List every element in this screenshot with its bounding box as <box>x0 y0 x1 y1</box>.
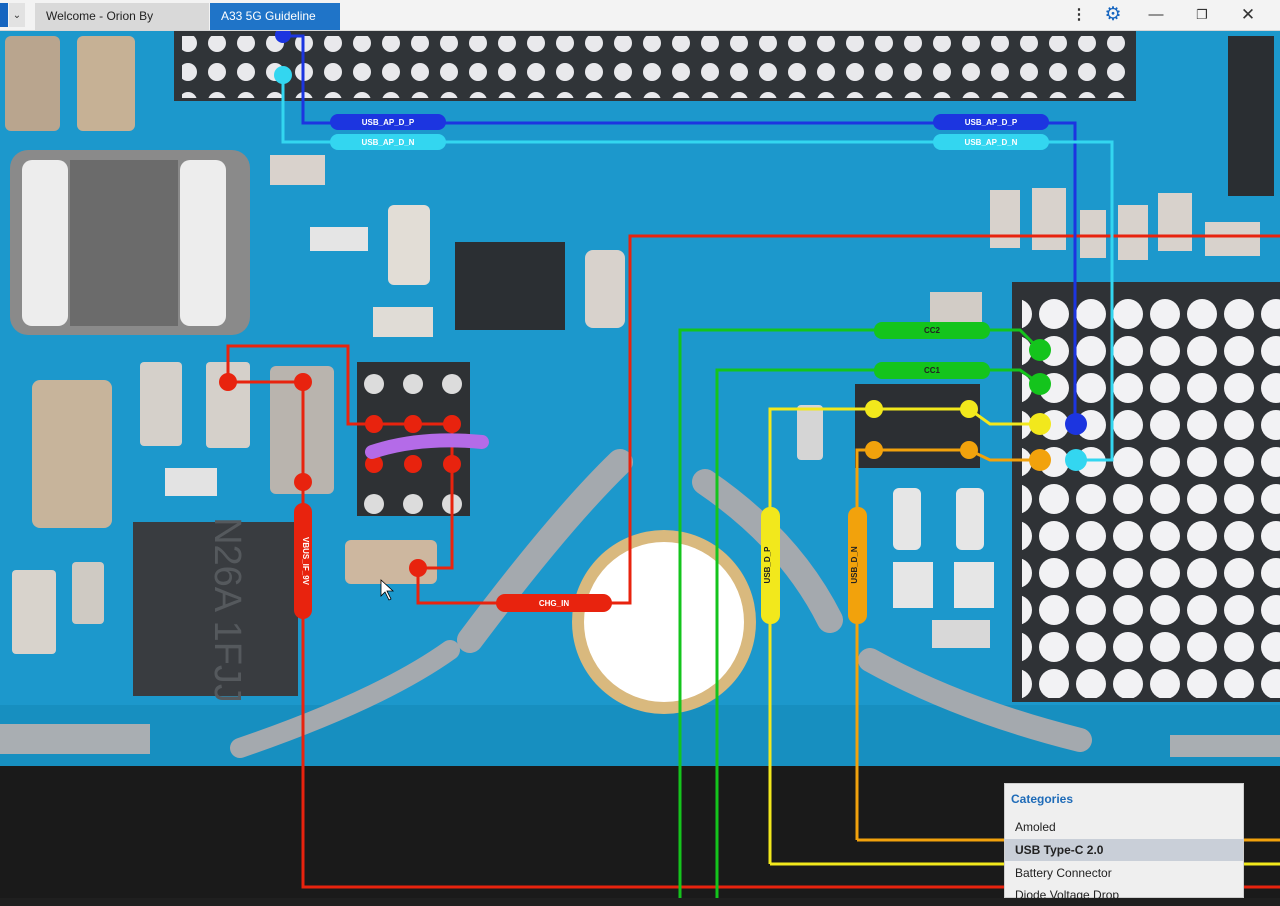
board-viewer[interactable]: N26A 1FJJ <box>0 31 1280 898</box>
category-item-battery-connector[interactable]: Battery Connector <box>1015 866 1112 880</box>
resistor <box>373 307 433 337</box>
categories-panel: Categories Amoled USB Type-C 2.0 Battery… <box>1004 783 1244 902</box>
vbus-label: VBUS_IF_9V <box>301 537 310 586</box>
title-bar: ⌄ Welcome - Orion By ESTECH A33 5G Guide… <box>0 0 1280 50</box>
usb-p-left-label: USB_AP_D_P <box>362 118 415 127</box>
capacitor <box>1080 210 1106 258</box>
usb-p-right-label: USB_AP_D_P <box>965 118 1018 127</box>
chevron-down-icon[interactable]: ⌄ <box>9 3 25 27</box>
capacitor <box>140 362 182 446</box>
label-usb-n-left <box>330 134 446 150</box>
capacitor <box>32 380 112 528</box>
label-chg-in <box>496 594 612 612</box>
label-usb-p-right <box>933 114 1049 130</box>
capacitor <box>990 190 1020 248</box>
board-diagram: N26A 1FJJ <box>0 31 1280 898</box>
category-item-amoled[interactable]: Amoled <box>1015 820 1056 834</box>
more-options-icon[interactable]: ⋮ <box>1071 6 1087 23</box>
cc2-label: CC2 <box>924 326 941 335</box>
label-usb-d-p <box>761 507 780 624</box>
category-item-usb-type-c[interactable]: USB Type-C 2.0 <box>1005 839 1243 861</box>
label-usb-p-left <box>330 114 446 130</box>
ic-small <box>455 242 565 330</box>
capacitor <box>1205 222 1260 256</box>
label-cc1 <box>874 362 990 379</box>
ic-main <box>133 522 298 696</box>
ic-marking: N26A 1FJJ <box>206 517 248 703</box>
capacitor <box>5 36 60 131</box>
restore-button[interactable]: ❐ <box>1196 7 1208 22</box>
category-item-diode-voltage-drop[interactable]: Diode Voltage Drop <box>1015 888 1120 902</box>
usb-n-right-label: USB_AP_D_N <box>965 138 1018 147</box>
usb-d-n-label: USB_D_N <box>850 546 859 584</box>
label-usb-d-n <box>848 507 867 624</box>
mouse-cursor <box>380 579 395 601</box>
minimize-button[interactable]: — <box>1148 6 1164 23</box>
tab-welcome[interactable]: Welcome - Orion By ESTECH <box>35 3 209 50</box>
label-usb-n-right <box>933 134 1049 150</box>
label-vbus <box>294 503 312 619</box>
capacitor <box>388 205 430 285</box>
gear-icon[interactable]: ⚙ <box>1104 4 1122 25</box>
capacitor <box>72 562 104 624</box>
app-menu-button[interactable] <box>0 3 8 27</box>
highlight-marker <box>365 433 489 459</box>
trace-green <box>678 328 1042 898</box>
trace-cyan <box>281 75 1114 462</box>
close-button[interactable]: ✕ <box>1240 5 1256 24</box>
capacitor <box>1158 193 1192 251</box>
resistor <box>310 227 368 251</box>
capacitor <box>797 405 823 460</box>
resistor <box>270 155 325 185</box>
label-cc2 <box>874 322 990 339</box>
capacitor <box>1118 205 1148 260</box>
usb-d-p-label: USB_D_P <box>763 546 772 584</box>
shield-edge <box>0 724 150 754</box>
connector-edge <box>1228 36 1274 196</box>
cc1-label: CC1 <box>924 366 941 375</box>
capacitor <box>585 250 625 328</box>
capacitor <box>77 36 135 131</box>
categories-title: Categories <box>1011 792 1074 806</box>
capacitor <box>1032 188 1066 250</box>
usb-n-left-label: USB_AP_D_N <box>362 138 415 147</box>
capacitor <box>12 570 56 654</box>
chg-in-label: CHG_IN <box>539 599 569 608</box>
trace-blue <box>283 34 1077 424</box>
tab-a33-guideline[interactable]: A33 5G Guideline <box>210 3 340 30</box>
resistor <box>165 468 217 496</box>
